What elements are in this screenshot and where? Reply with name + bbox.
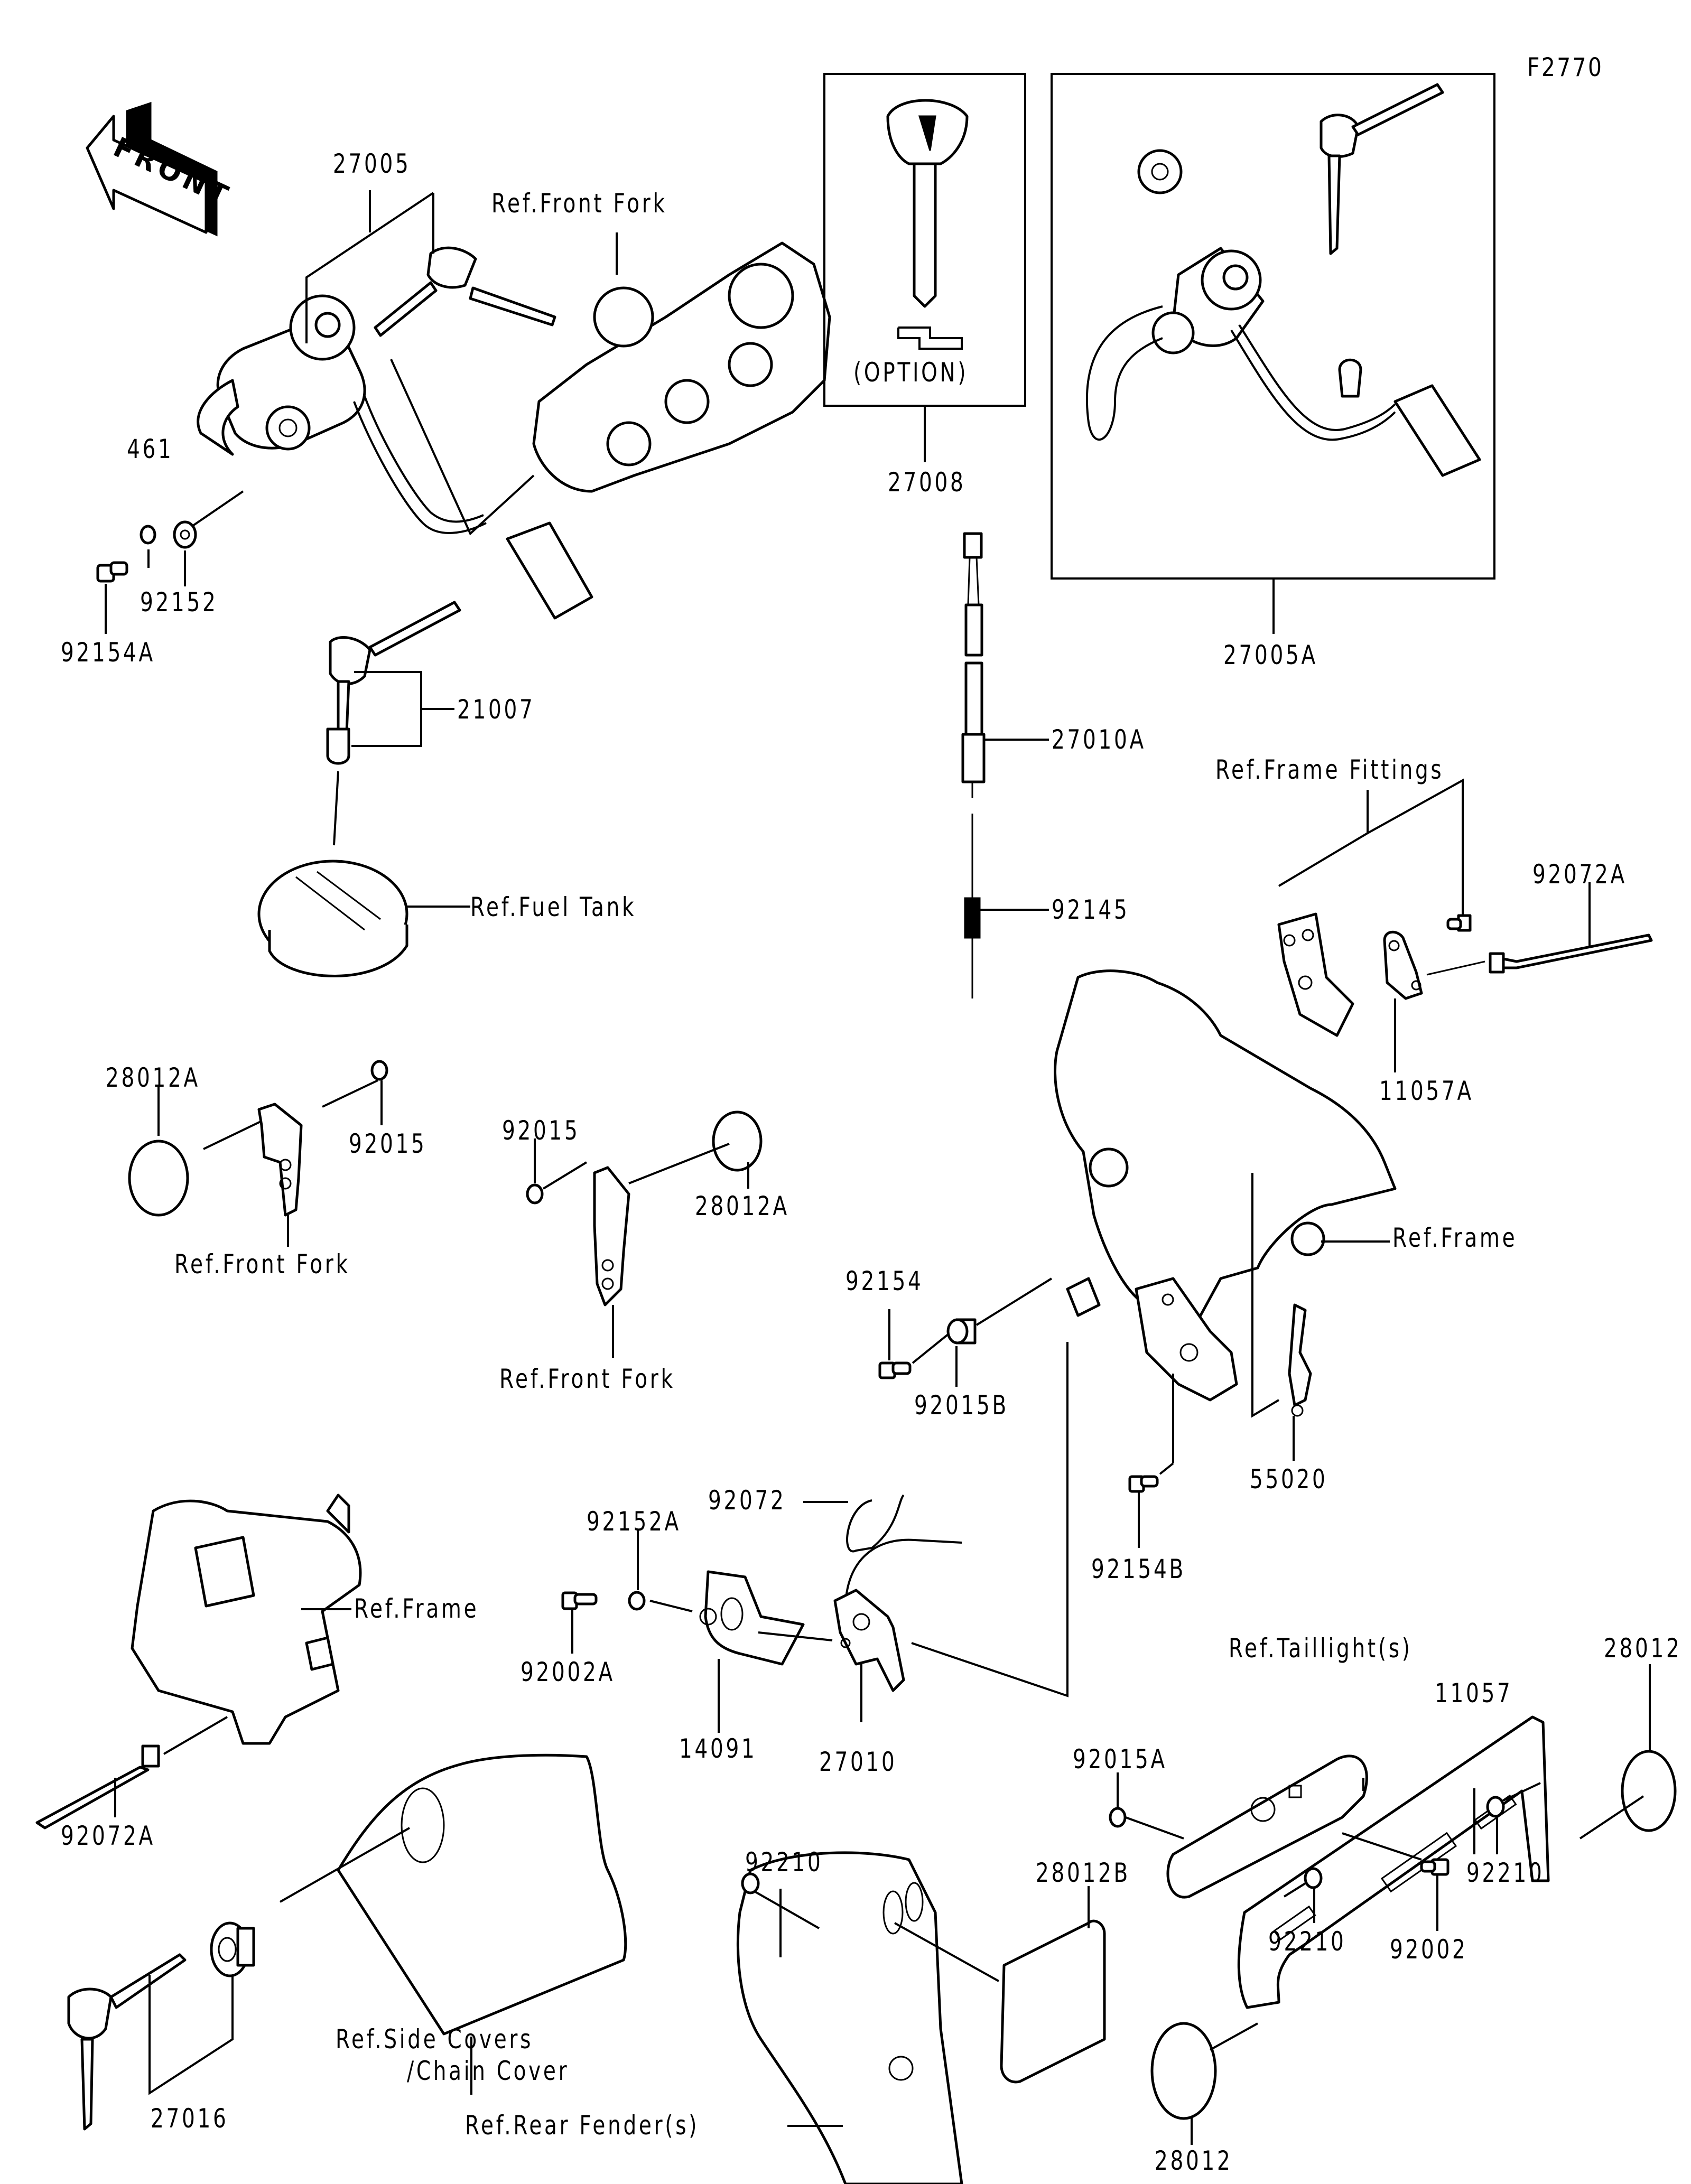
bolt-92154B <box>1128 1475 1159 1493</box>
nut-92210-right <box>1486 1796 1505 1818</box>
part-label-21007: 21007 <box>457 694 535 725</box>
ref-label-side-covers: Ref.Side Covers <box>336 2024 534 2055</box>
part-label-28012A-left: 28012A <box>106 1062 200 1093</box>
nut-92015-left <box>370 1060 388 1081</box>
part-label-92210-mid: 92210 <box>1268 1926 1346 1957</box>
part-label-92015B: 92015B <box>914 1390 1009 1421</box>
ref-label-front-fork-left: Ref.Front Fork <box>174 1249 350 1280</box>
ref-label-frame-right: Ref.Frame <box>1392 1222 1518 1253</box>
lock-27016 <box>210 1921 255 1977</box>
part-label-11057A: 11057A <box>1379 1076 1474 1106</box>
front-arrow-icon: FRONT <box>86 101 236 237</box>
grommet-92152 <box>173 520 197 549</box>
bracket-55020 <box>1288 1303 1312 1407</box>
frame-fitting-bracket <box>1277 912 1354 1037</box>
ref-label-front-fork-mid: Ref.Front Fork <box>499 1364 675 1394</box>
part-label-28012-bottom: 28012 <box>1155 2145 1233 2176</box>
part-label-92072A-top: 92072A <box>1532 859 1627 890</box>
reflector-28012-right <box>1621 1750 1677 1832</box>
rear-fender <box>736 1851 963 2184</box>
part-label-27016: 27016 <box>151 2103 229 2134</box>
part-label-92072: 92072 <box>708 1485 786 1516</box>
washer-461 <box>140 525 156 545</box>
ref-label-rear-fender: Ref.Rear Fender(s) <box>465 2110 700 2141</box>
cable-tie-92072A-top <box>1489 934 1653 974</box>
fuel-tank-cap <box>257 860 408 977</box>
bolt-92154 <box>878 1361 912 1379</box>
side-cover <box>337 1753 627 2036</box>
nut-92015A <box>1109 1807 1127 1828</box>
part-label-92015A: 92015A <box>1073 1744 1167 1775</box>
part-label-92002: 92002 <box>1390 1934 1468 1965</box>
part-label-27010: 27010 <box>819 1747 897 1777</box>
part-label-92002A: 92002A <box>521 1657 615 1687</box>
part-label-55020: 55020 <box>1250 1464 1328 1495</box>
reflector-28012B <box>1000 1919 1106 2084</box>
ref-label-taillights: Ref.Taillight(s) <box>1229 1633 1413 1664</box>
part-label-14091: 14091 <box>679 1733 757 1764</box>
cover-14091 <box>699 1570 805 1666</box>
part-label-92015-left: 92015 <box>349 1128 427 1159</box>
nut-92210-mid <box>1304 1867 1323 1889</box>
part-label-92210-left: 92210 <box>745 1847 823 1878</box>
option-note: (OPTION) <box>853 357 969 388</box>
part-label-11057: 11057 <box>1435 1678 1513 1709</box>
keys-27016 <box>67 1953 187 2131</box>
part-label-28012-top: 28012 <box>1604 1633 1682 1664</box>
part-label-92154: 92154 <box>846 1266 924 1296</box>
key-blank-27008 <box>886 99 969 350</box>
reflector-28012A-left <box>128 1140 189 1217</box>
brake-switch-27010A <box>961 532 986 798</box>
part-label-92210-right: 92210 <box>1466 1858 1545 1888</box>
fork-bracket-left <box>257 1103 303 1217</box>
part-label-92152: 92152 <box>140 587 218 618</box>
key-set-21007 <box>326 601 461 765</box>
part-label-28012A-mid: 28012A <box>695 1191 789 1221</box>
ref-label-front-fork-top: Ref.Front Fork <box>491 188 667 219</box>
ignition-switch-27005 <box>197 294 593 620</box>
keys-27005 <box>374 246 556 337</box>
part-label-27008: 27008 <box>888 467 966 498</box>
figure-id: F2770 <box>1527 53 1604 82</box>
part-label-92152A: 92152A <box>587 1506 681 1537</box>
cable-band-92072 <box>846 1494 905 1553</box>
ignition-switch-27005A <box>1085 83 1481 477</box>
nut-92015-mid <box>526 1183 544 1205</box>
part-label-27005A: 27005A <box>1223 640 1318 670</box>
washer-92152A <box>628 1591 646 1611</box>
part-label-27010A: 27010A <box>1052 724 1146 755</box>
taillight-bracket <box>1166 1754 1368 1899</box>
frame-body <box>1054 969 1397 1402</box>
cable-tie-92072A-bottom <box>35 1744 160 1830</box>
part-label-461: 461 <box>127 434 174 464</box>
spring-92145 <box>964 814 981 998</box>
reflector-28012A-mid <box>712 1110 763 1172</box>
part-label-92154A: 92154A <box>61 637 155 668</box>
ref-label-frame-fittings: Ref.Frame Fittings <box>1215 754 1444 785</box>
fork-bracket-mid <box>593 1166 630 1306</box>
part-label-27005: 27005 <box>333 148 411 179</box>
reflector-28012-bottom <box>1150 2022 1217 2120</box>
front-fork-top-clamp <box>532 241 831 493</box>
bolt-frame-fitting <box>1446 914 1472 932</box>
collar-92015B <box>946 1318 977 1345</box>
part-label-28012B: 28012B <box>1036 1858 1130 1888</box>
rear-frame-left <box>131 1494 362 1745</box>
part-label-92015-mid: 92015 <box>502 1115 580 1146</box>
bracket-11057A <box>1383 930 1423 1000</box>
part-label-92072A-bottom: 92072A <box>61 1821 155 1851</box>
ref-label-fuel-tank: Ref.Fuel Tank <box>470 892 637 922</box>
nut-92210-left <box>741 1872 760 1894</box>
bolt-92002 <box>1420 1858 1450 1876</box>
bolt-92002A <box>561 1591 598 1610</box>
ref-label-chain-cover: /Chain Cover <box>407 2056 570 2086</box>
screw-92154A <box>96 561 128 583</box>
part-label-92154B: 92154B <box>1091 1554 1186 1584</box>
part-label-92145: 92145 <box>1052 894 1130 925</box>
rear-brake-switch-27010 <box>833 1538 962 1692</box>
ref-label-frame-left: Ref.Frame <box>354 1593 479 1624</box>
